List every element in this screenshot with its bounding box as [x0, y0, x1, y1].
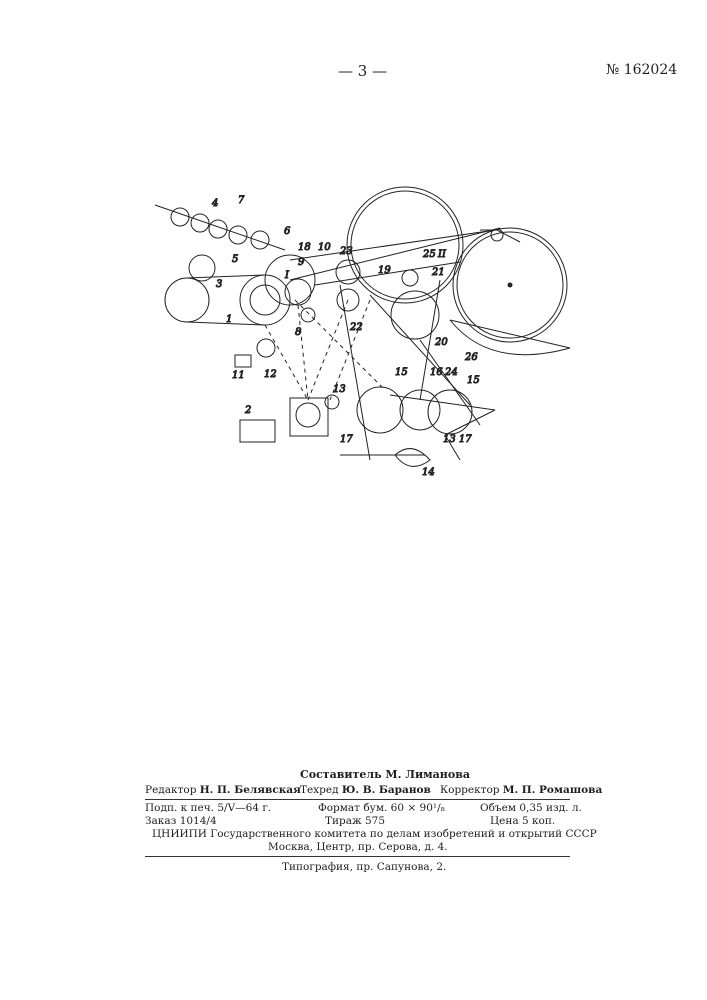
svg-text:2: 2 [244, 405, 251, 416]
signed-line: Подп. к печ. 5/V—64 г. [145, 802, 271, 814]
svg-text:15: 15 [395, 367, 408, 378]
svg-text:22: 22 [349, 322, 363, 333]
svg-text:12: 12 [264, 369, 277, 380]
rule-bottom [145, 856, 570, 857]
svg-text:I: I [284, 270, 290, 281]
svg-text:11: 11 [232, 370, 245, 381]
svg-text:15: 15 [467, 375, 480, 386]
corrector-label: Корректор [440, 784, 500, 796]
editor-name: Н. П. Белявская [200, 784, 301, 796]
svg-text:4: 4 [211, 198, 218, 209]
svg-text:II: II [437, 249, 447, 260]
page-number: — 3 — [338, 62, 387, 80]
svg-text:19: 19 [378, 265, 391, 276]
circulation-line: Тираж 575 [325, 815, 385, 827]
address-line: Москва, Центр, пр. Серова, д. 4. [268, 841, 448, 853]
svg-text:18: 18 [298, 242, 311, 253]
svg-text:24: 24 [444, 367, 458, 378]
techred-name: Ю. В. Баранов [342, 784, 431, 796]
institute-line: ЦНИИПИ Государственного комитета по дела… [152, 828, 597, 840]
price-line: Цена 5 коп. [490, 815, 555, 827]
corrector-line: Корректор М. П. Ромашова [440, 784, 602, 796]
techred-line: Техред Ю. В. Баранов [300, 784, 431, 796]
svg-text:17: 17 [340, 434, 353, 445]
patent-number: № 162024 [606, 62, 677, 78]
drum-II [347, 187, 463, 303]
svg-text:16: 16 [430, 367, 443, 378]
editor-label: Редактор [145, 784, 196, 796]
svg-text:7: 7 [238, 195, 245, 206]
format-line: Формат бум. 60 × 90¹/₈ [318, 802, 445, 814]
techred-label: Техред [300, 784, 339, 796]
svg-text:1: 1 [226, 314, 232, 325]
svg-text:26: 26 [464, 352, 478, 363]
compiler-line: Составитель М. Лиманова [300, 768, 470, 781]
technical-drawing: 4 7 6 5 3 1 2 11 12 8 18 9 10 I 23 19 22… [140, 170, 580, 490]
svg-text:8: 8 [295, 327, 301, 338]
svg-text:14: 14 [422, 467, 435, 478]
editor-line: Редактор Н. П. Белявская [145, 784, 301, 796]
svg-text:13 17: 13 17 [443, 434, 472, 445]
svg-text:3: 3 [216, 279, 222, 290]
svg-text:20: 20 [434, 337, 448, 348]
svg-text:13: 13 [333, 384, 346, 395]
rule-top [145, 799, 570, 800]
svg-text:9: 9 [298, 257, 305, 268]
svg-text:23: 23 [339, 246, 353, 257]
order-line: Заказ 1014/4 [145, 815, 217, 827]
pulley-1 [165, 278, 209, 322]
svg-text:6: 6 [284, 226, 291, 237]
volume-line: Объем 0,35 изд. л. [480, 802, 582, 814]
svg-text:21: 21 [431, 267, 445, 278]
svg-text:25: 25 [422, 249, 436, 260]
svg-text:5: 5 [232, 254, 238, 265]
svg-text:10: 10 [318, 242, 331, 253]
corrector-name: М. П. Ромашова [503, 784, 602, 796]
printing-line: Типография, пр. Сапунова, 2. [282, 861, 446, 873]
